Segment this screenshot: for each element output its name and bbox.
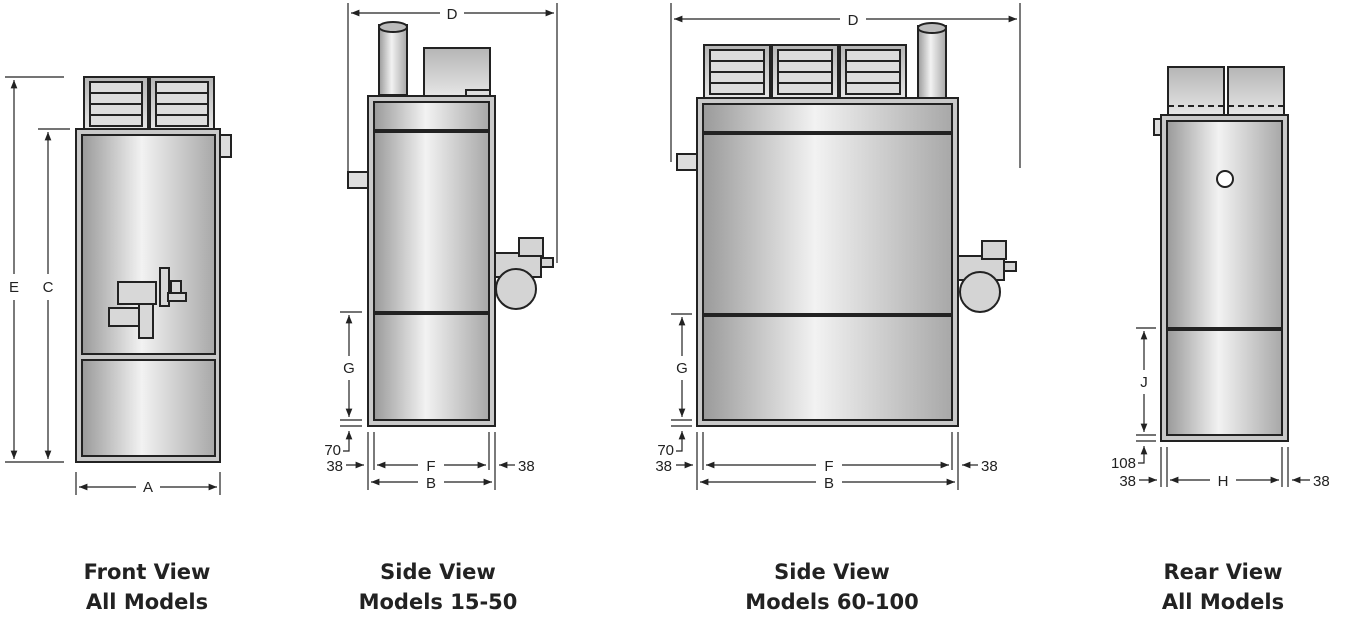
dim-label-j: J <box>1140 374 1148 391</box>
dim-label-38-right-small: 38 <box>518 458 535 475</box>
dim-label-70-small: 70 <box>324 442 341 459</box>
large-blower <box>957 240 1017 313</box>
dim-label-c: C <box>43 279 54 296</box>
dim-label-b-small: B <box>426 475 436 492</box>
side-large-dimensions <box>670 3 1021 490</box>
caption-side-view-large: Side View Models 60-100 <box>722 557 942 617</box>
dim-label-38-right-rear: 38 <box>1313 473 1330 490</box>
dim-label-b-large: B <box>824 475 834 492</box>
small-top-housing <box>423 47 491 97</box>
caption-rear-subtitle: All Models <box>1161 590 1285 614</box>
dim-label-38-left-large: 38 <box>655 458 672 475</box>
caption-side-large-subtitle: Models 60-100 <box>745 590 919 614</box>
dim-label-38-right-large: 38 <box>981 458 998 475</box>
front-top-grilles <box>83 76 215 131</box>
dim-label-f-small: F <box>426 458 435 475</box>
dim-label-g-large: G <box>676 360 688 377</box>
rear-view <box>1153 66 1289 442</box>
dim-label-e: E <box>9 279 19 296</box>
caption-side-view-small: Side View Models 15-50 <box>328 557 548 617</box>
caption-front-title: Front View <box>83 560 211 584</box>
large-flue-pipe <box>917 25 947 99</box>
caption-side-small-subtitle: Models 15-50 <box>358 590 518 614</box>
small-blower <box>494 237 554 310</box>
dim-label-a: A <box>143 479 153 496</box>
rear-top-units <box>1167 66 1285 116</box>
large-top-grilles <box>703 44 907 99</box>
side-small-dimensions <box>340 3 558 490</box>
dim-label-d-large: D <box>848 12 859 29</box>
dim-label-38-left-rear: 38 <box>1119 473 1136 490</box>
caption-rear-view: Rear View All Models <box>1113 557 1333 617</box>
front-burner <box>108 267 187 339</box>
side-view-small <box>347 21 554 427</box>
dim-label-f-large: F <box>824 458 833 475</box>
caption-side-small-title: Side View <box>380 560 496 584</box>
dim-label-70-large: 70 <box>657 442 674 459</box>
side-view-large <box>676 22 1017 427</box>
caption-front-view: Front View All Models <box>37 557 257 617</box>
rear-dimensions <box>1136 327 1310 487</box>
rear-port <box>1216 170 1234 188</box>
dim-label-d-small: D <box>447 6 458 23</box>
front-view <box>75 76 232 463</box>
dim-label-38-left-small: 38 <box>326 458 343 475</box>
caption-front-subtitle: All Models <box>85 590 209 614</box>
caption-side-large-title: Side View <box>774 560 890 584</box>
dim-label-108: 108 <box>1111 455 1136 472</box>
front-dimensions <box>5 76 221 495</box>
caption-rear-title: Rear View <box>1163 560 1283 584</box>
small-flue-pipe <box>378 24 408 96</box>
dim-label-h: H <box>1218 473 1229 490</box>
dim-label-g-small: G <box>343 360 355 377</box>
